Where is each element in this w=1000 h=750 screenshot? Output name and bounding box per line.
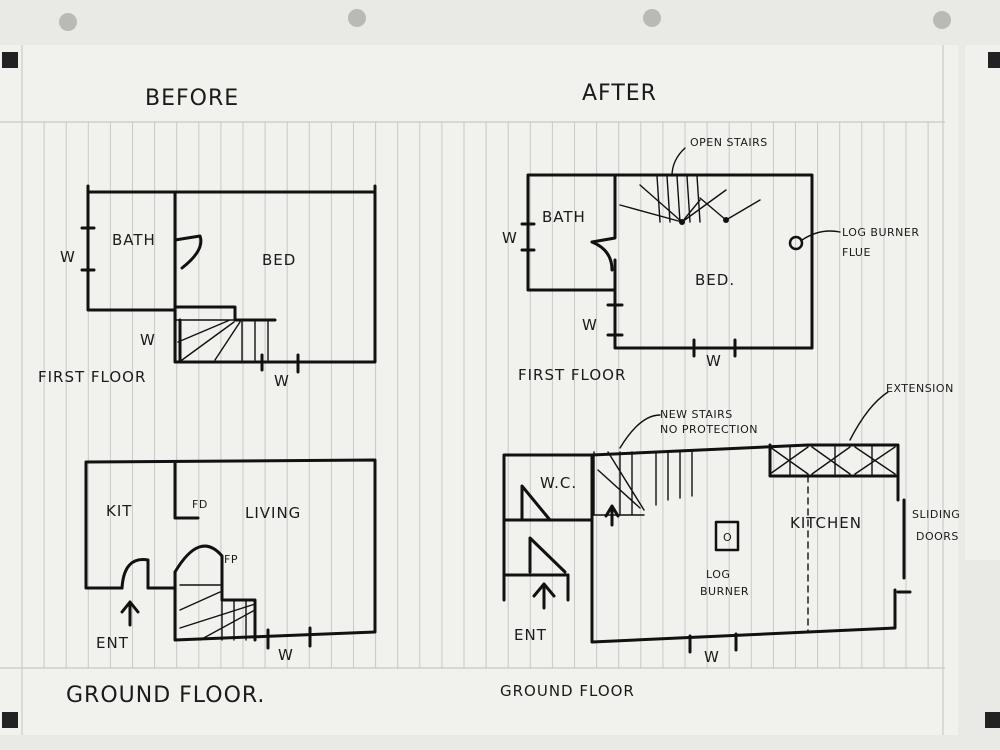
before-kit-label: KIT: [106, 502, 132, 520]
log-burner-label: BURNER: [700, 585, 749, 598]
before-bed-label: BED: [262, 251, 296, 269]
corner-marks: [2, 52, 1000, 728]
before-window-label: W: [140, 331, 156, 349]
wc-label: W.C.: [540, 474, 577, 492]
punch-hole: [933, 11, 951, 29]
newel-post: [679, 219, 685, 225]
after-ground-floor-label: GROUND FLOOR: [500, 682, 635, 700]
before-first-floor-label: FIRST FLOOR: [38, 368, 146, 386]
extension-label: EXTENSION: [886, 382, 954, 395]
corner-mark: [2, 712, 18, 728]
after-bath-label: BATH: [542, 208, 586, 226]
after-window-label: W: [706, 352, 722, 370]
after-window-label: W: [582, 316, 598, 334]
before-ground-floor-plan: KIT LIVING FD FP ENT W GROUND FLOOR.: [66, 458, 377, 708]
corner-mark: [985, 712, 1000, 728]
new-stairs-label: NEW STAIRS: [660, 408, 733, 421]
log-burner-flue-label: LOG BURNER: [842, 226, 919, 239]
before-ground-floor-label: GROUND FLOOR.: [66, 683, 265, 708]
before-bath-label: BATH: [112, 231, 156, 249]
before-living-label: LIVING: [245, 504, 301, 522]
before-fd-label: FD: [192, 498, 208, 511]
sliding-doors-label: SLIDING: [912, 508, 960, 521]
before-window-label: W: [274, 372, 290, 390]
new-stairs-label: NO PROTECTION: [660, 423, 758, 436]
before-fp-label: FP: [224, 553, 238, 566]
grid-lines: [0, 45, 945, 735]
after-window-label: W: [704, 648, 720, 666]
newel-post: [723, 217, 729, 223]
after-first-floor-plan: BATH BED. W W W OPEN STAIRS LOG BURNER F…: [502, 136, 919, 384]
flue-icon: [788, 235, 804, 251]
after-bed-label: BED.: [695, 271, 735, 289]
paper-sheet: [0, 45, 958, 735]
log-burner-icon: [714, 520, 740, 552]
before-first-floor-plan: BATH BED W W W FIRST FLOOR: [38, 184, 377, 390]
punch-hole: [59, 13, 77, 31]
corner-mark: [988, 52, 1000, 68]
heading-after: AFTER: [582, 81, 657, 106]
before-ent-label: ENT: [96, 634, 129, 652]
after-window-label: W: [502, 229, 518, 247]
log-burner-flue-label: FLUE: [842, 246, 871, 259]
kitchen-label: KITCHEN: [790, 514, 862, 532]
punch-hole: [643, 9, 661, 27]
after-ground-floor-plan: W.C. KITCHEN LOG BURNER O NEW STAIRS NO …: [500, 382, 960, 700]
before-window-label: W: [60, 248, 76, 266]
after-first-floor-label: FIRST FLOOR: [518, 366, 626, 384]
before-window-label: W: [278, 646, 294, 664]
heading-before: BEFORE: [145, 86, 239, 111]
sliding-doors-label: DOORS: [916, 530, 959, 543]
adjacent-sheet-edge: [965, 45, 1000, 560]
log-burner-mark: O: [723, 531, 732, 544]
punch-hole: [348, 9, 366, 27]
open-stairs-label: OPEN STAIRS: [690, 136, 768, 149]
after-ent-label: ENT: [514, 626, 547, 644]
punch-holes: [59, 9, 951, 31]
log-burner-label: LOG: [706, 568, 730, 581]
corner-mark: [2, 52, 18, 68]
